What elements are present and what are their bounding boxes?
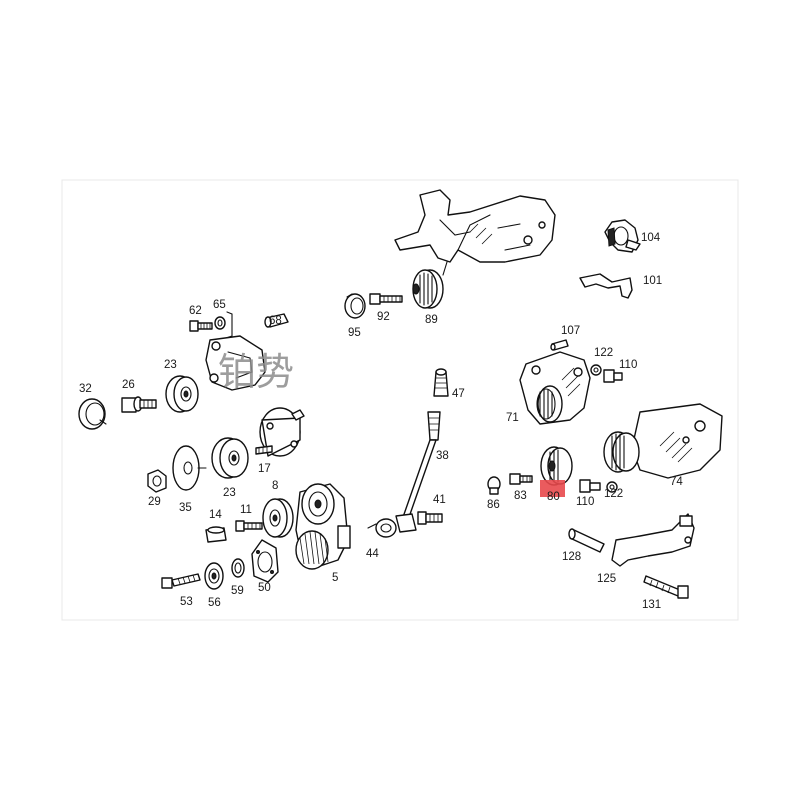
clip-104-part: [604, 219, 641, 253]
bolt-53-part: [161, 573, 201, 589]
bracket-71-part: [519, 351, 591, 425]
label-71: 71: [506, 412, 519, 424]
pulley-80-part: [540, 446, 573, 486]
label-125: 125: [597, 573, 616, 585]
plate-17-part: [255, 407, 305, 457]
label-56: 56: [208, 597, 221, 609]
watermark-text: 铂势: [218, 350, 294, 394]
label-92: 92: [377, 311, 390, 323]
label-47: 47: [452, 388, 465, 400]
label-101: 101: [643, 275, 662, 287]
plate-50-part: [251, 539, 279, 583]
ring-59-part: [231, 558, 245, 578]
clip-44-part: [367, 518, 397, 538]
label-74: 74: [670, 476, 683, 488]
cap-95-part: [344, 293, 366, 319]
label-104: 104: [641, 232, 661, 244]
nut-29-part: [147, 469, 167, 493]
label-29: 29: [148, 496, 161, 508]
label-83: 83: [514, 490, 527, 502]
label-23-lower: 23: [223, 487, 236, 499]
washer-122-top-part: [590, 364, 602, 376]
housing-part: [205, 335, 266, 391]
label-110-top: 110: [619, 359, 637, 371]
label-41: 41: [433, 494, 446, 506]
bracket-101-part: [579, 273, 633, 299]
label-122-top: 122: [594, 347, 613, 359]
pulley-23-lower-part: [211, 437, 249, 479]
bolt-62-part: [189, 320, 213, 332]
bolt-110-top-part: [603, 369, 623, 383]
label-110-lower: 110: [576, 496, 594, 508]
label-17: 17: [258, 463, 271, 475]
bracket-74-part: [603, 403, 723, 479]
label-62: 62: [189, 305, 202, 317]
tensioner-5-part: [295, 483, 351, 570]
bracket-125-part: [611, 513, 695, 567]
label-11: 11: [240, 504, 252, 516]
label-122-lower: 122: [604, 488, 623, 500]
label-14: 14: [209, 509, 222, 521]
bolt-26-part: [121, 396, 157, 413]
disc-35-part: [172, 445, 207, 491]
part-labels: 104 101 95 92 89 62 65 68 107 122 110 23…: [79, 232, 683, 611]
label-23-top: 23: [164, 359, 177, 371]
label-68: 68: [269, 315, 282, 327]
pulley-8-left-part: [262, 498, 294, 538]
rod-end-47-part: [433, 368, 449, 397]
label-86: 86: [487, 499, 500, 511]
pulley-23-top-part: [165, 375, 199, 413]
label-26: 26: [122, 379, 135, 391]
sleeve-68-part: [264, 313, 289, 328]
bolt-92-part: [369, 293, 403, 305]
label-38: 38: [436, 450, 449, 462]
label-59: 59: [231, 585, 244, 597]
highlight-marker-80: [540, 480, 565, 497]
sleeve-128-part: [568, 528, 605, 553]
label-89: 89: [425, 314, 438, 326]
label-128: 128: [562, 551, 581, 563]
label-65: 65: [213, 299, 226, 311]
pin-107-part: [550, 339, 569, 351]
label-32: 32: [79, 383, 92, 395]
label-80: 80: [547, 491, 560, 503]
linkage-rod-38-part: [395, 411, 441, 533]
cap-86-part: [487, 476, 501, 495]
washer-65-part: [214, 311, 233, 339]
bolt-83-part: [509, 473, 533, 485]
washer-122-lower-part: [606, 481, 618, 493]
label-107: 107: [561, 325, 580, 337]
label-8: 8: [272, 480, 278, 492]
main-bracket-part: [394, 189, 556, 276]
label-50: 50: [258, 582, 271, 594]
cap-14-part: [205, 526, 227, 543]
cap-32-part: [78, 398, 107, 430]
bolt-110-lower-part: [579, 479, 601, 493]
bolt-41-part: [417, 511, 443, 525]
bolt-131-part: [643, 575, 689, 599]
bolt-11-part: [235, 520, 263, 532]
label-95: 95: [348, 327, 361, 339]
washer-56-part: [204, 562, 224, 590]
label-131: 131: [642, 599, 661, 611]
label-53: 53: [180, 596, 193, 608]
label-44: 44: [366, 548, 379, 560]
pulley-89-part: [412, 269, 444, 309]
label-35: 35: [179, 502, 192, 514]
label-5: 5: [332, 572, 338, 584]
